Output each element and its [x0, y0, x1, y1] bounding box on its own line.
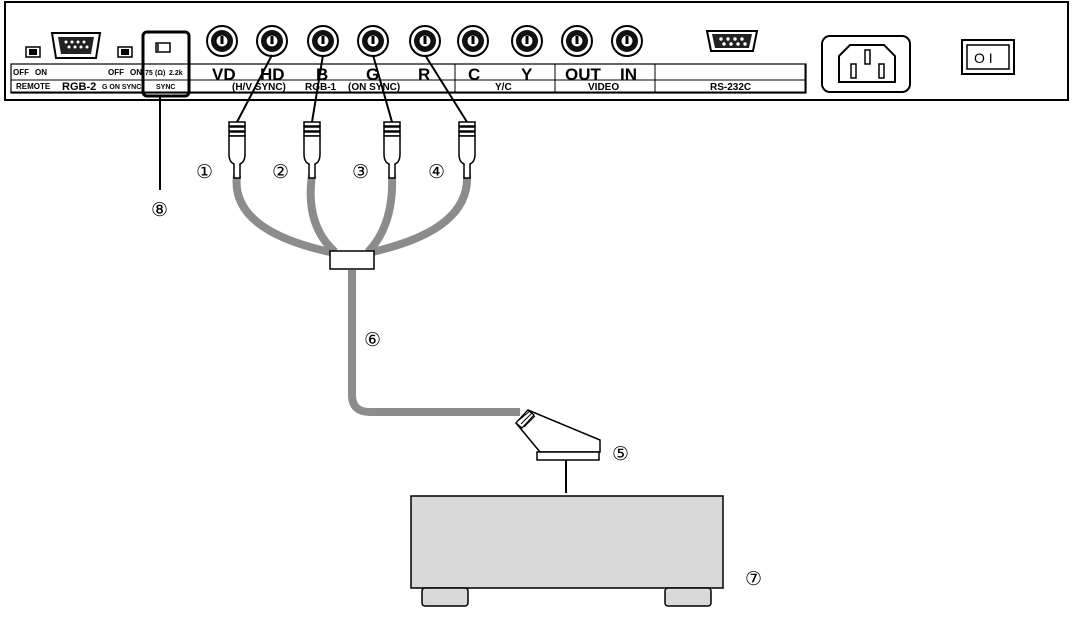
bnc-hd[interactable] [256, 25, 288, 57]
bnc-vd[interactable] [206, 25, 238, 57]
rgb2-label: RGB-2 [62, 81, 96, 93]
yc-label: Y/C [495, 82, 512, 93]
bnc-plug-1 [228, 121, 246, 179]
c-label: C [468, 65, 480, 84]
g-on-sync-label: G ON SYNC [102, 84, 141, 91]
callout-3: ③ [352, 161, 369, 183]
g-sync-on-label: ON [130, 68, 142, 77]
callout-8: ⑧ [151, 199, 168, 221]
callout-5: ⑤ [612, 443, 629, 465]
callout-1: ① [196, 161, 213, 183]
callout-4: ④ [428, 161, 445, 183]
cable-assembly [232, 174, 520, 416]
bnc-r[interactable] [409, 25, 441, 57]
sync-75-label: 75 [145, 70, 153, 77]
sync-switch[interactable] [155, 42, 171, 53]
hd-label: HD [260, 65, 285, 84]
video-label: VIDEO [588, 82, 619, 93]
out-label: OUT [565, 65, 602, 84]
scart-connector [515, 409, 601, 493]
g-sync-off-label: OFF [108, 68, 124, 77]
bnc-c[interactable] [457, 25, 489, 57]
power-switch[interactable]: O I [961, 39, 1015, 75]
bnc-video-out[interactable] [561, 25, 593, 57]
bnc-video-in[interactable] [611, 25, 643, 57]
rs232c-label: RS-232C [710, 82, 751, 93]
power-switch-label: O I [974, 50, 993, 66]
g-label: G [366, 65, 379, 84]
bnc-plug-4 [458, 121, 476, 179]
remote-switch[interactable] [25, 46, 41, 58]
in-label: IN [620, 65, 637, 84]
callout-7: ⑦ [745, 568, 762, 590]
g-on-sync-switch[interactable] [117, 46, 133, 58]
remote-on-label: ON [35, 68, 47, 77]
video-source-device [410, 495, 724, 607]
y-label: Y [521, 65, 533, 84]
bnc-b[interactable] [307, 25, 339, 57]
sync-22k-label: 2.2k [169, 70, 183, 77]
remote-off-label: OFF [13, 68, 29, 77]
cable-junction [329, 250, 375, 270]
callout-6: ⑥ [364, 329, 381, 351]
callout-2: ② [272, 161, 289, 183]
ac-power-inlet[interactable] [821, 35, 911, 93]
on-sync-label: (ON SYNC) [348, 82, 400, 93]
bnc-y[interactable] [511, 25, 543, 57]
hv-sync-label: (H/V SYNC) [232, 82, 286, 93]
r-label: R [418, 65, 430, 84]
sync-ohm-label: (Ω) [155, 70, 165, 77]
bnc-plug-3 [383, 121, 401, 179]
rgb2-port[interactable] [50, 32, 102, 59]
sync-label: SYNC [156, 84, 175, 91]
leader-lines [236, 54, 468, 123]
bnc-plug-2 [303, 121, 321, 179]
bnc-g[interactable] [357, 25, 389, 57]
vd-label: VD [212, 65, 236, 84]
rs232c-port[interactable] [705, 30, 759, 52]
sync-switch-box [141, 30, 191, 98]
rgb1-label: RGB-1 [305, 82, 337, 93]
remote-label: REMOTE [16, 82, 51, 91]
